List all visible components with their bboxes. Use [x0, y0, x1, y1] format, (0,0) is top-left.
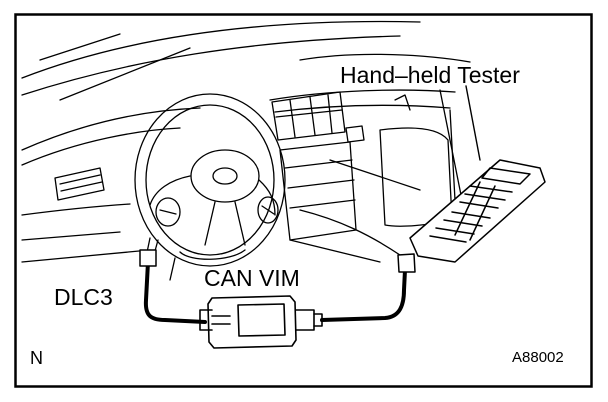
- center-vent: [271, 91, 346, 141]
- dlc3-connector: [139, 249, 157, 267]
- windshield-lines: [21, 20, 471, 101]
- label-can-vim: CAN VIM: [204, 265, 300, 291]
- center-stack: [279, 125, 365, 241]
- tester-connector: [397, 253, 416, 273]
- left-vent: [54, 167, 105, 201]
- dashboard-panel: [21, 89, 471, 263]
- cable-dlc3-to-vim: [143, 260, 207, 324]
- label-dlc3: DLC3: [54, 284, 113, 310]
- cable-vim-to-tester: [320, 268, 407, 322]
- can-vim-module: [199, 295, 323, 349]
- leader-tester: [465, 85, 481, 161]
- label-hand-held-tester: Hand–held Tester: [340, 62, 520, 88]
- hand-held-tester: [409, 159, 546, 263]
- label-north: N: [30, 348, 43, 368]
- steering-wheel: [134, 93, 286, 267]
- figure-code: A88002: [512, 349, 564, 366]
